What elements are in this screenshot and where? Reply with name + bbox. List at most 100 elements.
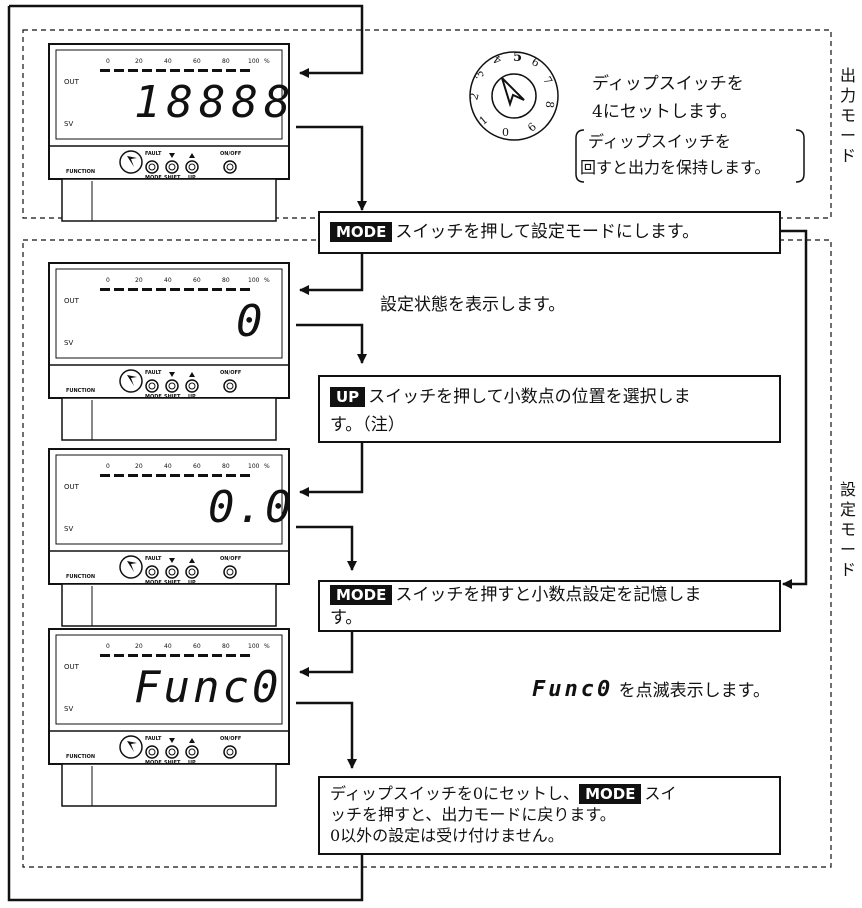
scale-tick-20: 20 xyxy=(135,643,143,650)
scale-tick-0: 0 xyxy=(106,643,110,650)
scale-tick-100: 100 xyxy=(248,643,260,650)
scale-tick-100: 100 xyxy=(248,277,260,284)
shift-button-label: SHIFT xyxy=(164,760,181,766)
step-return-text-before: ディップスイッチを0にセットし、 xyxy=(330,784,580,803)
sv-label: SV xyxy=(64,705,74,713)
mode-button-label: MODE xyxy=(145,175,162,181)
scale-tick-80: 80 xyxy=(222,463,230,470)
sv-label: SV xyxy=(64,339,74,347)
shift-button-label: SHIFT xyxy=(164,394,181,400)
display-value: 0 xyxy=(236,296,269,347)
arrow-to-step3 xyxy=(296,323,367,364)
shift-button-label: SHIFT xyxy=(164,580,181,586)
scale-tick-percent: % xyxy=(264,463,270,470)
scale-tick-20: 20 xyxy=(135,58,143,65)
dip-switch-dial: 0 1 2 3 4 5 6 7 8 9 xyxy=(466,48,562,144)
display-value: 0.0 xyxy=(208,482,294,533)
onoff-label: ON/OFF xyxy=(220,556,242,562)
arrow-to-device-1 xyxy=(9,4,364,78)
scale-tick-percent: % xyxy=(264,643,270,650)
dip-instruction-line2: 4にセットします。 xyxy=(592,102,738,122)
scale-tick-60: 60 xyxy=(193,463,201,470)
scale-tick-80: 80 xyxy=(222,58,230,65)
return-loop-line xyxy=(7,6,364,902)
mode-button-label: MODE xyxy=(145,394,162,400)
step-mode-save-text-line1: スイッチを押すと小数点設定を記憶しま xyxy=(395,585,702,605)
scale-tick-60: 60 xyxy=(193,58,201,65)
dial-digit-8: 8 xyxy=(542,100,557,109)
func0-word: Func0 xyxy=(532,677,614,702)
out-label: OUT xyxy=(64,78,79,86)
step-up-text-line1: スイッチを押して小数点の位置を選択しま xyxy=(368,387,691,407)
setting-mode-label: 設 定 モ ー ド xyxy=(839,480,856,579)
up-button-label: UP xyxy=(188,394,196,400)
dial-digit-0: 0 xyxy=(502,126,509,139)
display-value: 18888 xyxy=(134,77,297,128)
fault-label: FAULT xyxy=(145,736,162,742)
scale-tick-0: 0 xyxy=(106,277,110,284)
sv-label: SV xyxy=(64,120,74,128)
setting-mode-region xyxy=(22,239,832,868)
out-label: OUT xyxy=(64,297,79,305)
scale-tick-60: 60 xyxy=(193,643,201,650)
dial-digit-5: 5 xyxy=(513,50,523,65)
scale-tick-0: 0 xyxy=(106,58,110,65)
arrow-to-step1 xyxy=(296,125,367,211)
fault-label: FAULT xyxy=(145,556,162,562)
mode-button-label: MODE xyxy=(145,760,162,766)
scale-tick-percent: % xyxy=(264,58,270,65)
scale-tick-60: 60 xyxy=(193,277,201,284)
function-label: FUNCTION xyxy=(66,754,96,760)
step-func-blink: Func0 を点滅表示します。 xyxy=(532,676,770,705)
step-return-text-after: スイ xyxy=(644,784,677,803)
display-value: Func0 xyxy=(134,662,282,713)
output-mode-label: 出 力 モ ー ド xyxy=(839,66,856,165)
step-return-line2: ッチを押すと、出力モードに戻ります。 xyxy=(330,805,616,824)
scale-tick-80: 80 xyxy=(222,643,230,650)
step-mode-enter-text: スイッチを押して設定モードにします。 xyxy=(395,222,700,242)
scale-tick-40: 40 xyxy=(164,58,172,65)
up-key-badge: UP xyxy=(330,387,366,407)
onoff-label: ON/OFF xyxy=(220,151,242,157)
step-mode-save-text-line2: す。 xyxy=(330,608,363,628)
up-button-label: UP xyxy=(188,760,196,766)
arrow-step1-to-step4 xyxy=(781,229,808,589)
mode-key-badge-2: MODE xyxy=(330,585,393,605)
scale-tick-0: 0 xyxy=(106,463,110,470)
function-label: FUNCTION xyxy=(66,169,96,175)
shift-button-label: SHIFT xyxy=(164,175,181,181)
function-label: FUNCTION xyxy=(66,574,96,580)
scale-tick-100: 100 xyxy=(248,463,260,470)
out-label: OUT xyxy=(64,663,79,671)
fault-label: FAULT xyxy=(145,151,162,157)
up-button-label: UP xyxy=(188,580,196,586)
step-return-line3: 0以外の設定は受け付けません。 xyxy=(330,826,564,845)
up-button-label: UP xyxy=(188,175,196,181)
scale-tick-40: 40 xyxy=(164,643,172,650)
function-label: FUNCTION xyxy=(66,388,96,394)
scale-tick-percent: % xyxy=(264,277,270,284)
controller-display-3: OUT SV 0 20 40 60 80 100 % FUNCTION FAUL… xyxy=(48,448,294,628)
arrow-to-device-2 xyxy=(299,254,364,295)
onoff-label: ON/OFF xyxy=(220,370,242,376)
step-func-blink-text: を点滅表示します。 xyxy=(618,681,770,701)
mode-button-label: MODE xyxy=(145,580,162,586)
mode-key-badge: MODE xyxy=(330,222,393,242)
dip-instruction-line1: ディップスイッチを xyxy=(592,74,744,94)
step-up-text-line2: す。（注） xyxy=(330,415,405,435)
fault-label: FAULT xyxy=(145,370,162,376)
dip-note-line1: ディップスイッチを xyxy=(588,132,731,151)
scale-tick-40: 40 xyxy=(164,463,172,470)
scale-tick-80: 80 xyxy=(222,277,230,284)
dip-note-line2: 回すと出力を保持します。 xyxy=(580,158,771,177)
sv-label: SV xyxy=(64,525,74,533)
dip-note: ディップスイッチを 回すと出力を保持します。 xyxy=(574,128,806,184)
arrow-to-device-4 xyxy=(299,632,354,677)
mode-key-badge-3: MODE xyxy=(579,784,642,804)
scale-tick-40: 40 xyxy=(164,277,172,284)
